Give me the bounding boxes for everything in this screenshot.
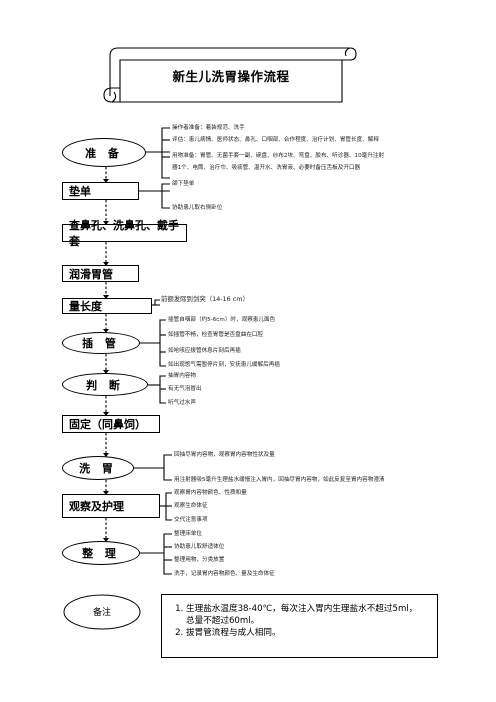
step-judge: 判 断 (62, 373, 148, 396)
remark-item-2-line1: 拔胃管流程与成人相同。 (186, 628, 281, 638)
note-judge-2: 有无气泡冒出 (168, 386, 202, 392)
remark-label: 备注 (92, 608, 111, 618)
step-check-nostril: 查鼻孔、洗鼻孔、戴手套 (62, 219, 187, 248)
bracket-lavage (134, 454, 172, 481)
bracket-observe (160, 492, 172, 521)
note-prepare-2: 评估：患儿病情、医师状态、鼻孔、口咽部、合作程度、治疗计划、胃管长度、解释 (172, 137, 379, 143)
title-scroll-frame (103, 47, 357, 103)
note-prepare-1: 操作者准备：着装规范、洗手 (172, 125, 245, 131)
note-insert-4: 如出现憋气需暂停片刻，安抚患儿缓解后再插 (168, 362, 280, 368)
note-pad-2: 协助患儿取右侧卧位 (172, 205, 223, 211)
note-insert-1: 插管自咽部（约5-6cm）时，观察患儿面色 (168, 317, 276, 323)
bracket-prepare (146, 127, 170, 179)
step-fix: 固定（同鼻饲） (62, 415, 160, 433)
remark-ellipse (63, 594, 141, 630)
bracket-pad (139, 183, 170, 209)
remark-item-2: 拔胃管流程与成人相同。 (186, 627, 437, 639)
note-tidy-3: 整理用物，分类放置 (174, 557, 225, 563)
remark-item-1-line1: 生理盐水温度38-40℃，每次注入胃内生理盐水不超过5ml， (186, 604, 418, 614)
note-measure-1: 前额发际到剑突（14-16 cm） (161, 295, 249, 303)
arrow-heads (103, 179, 109, 542)
step-prepare: 准 备 (62, 138, 146, 167)
note-judge-3: 听气过水声 (168, 400, 196, 406)
note-prepare-4: 器1个、电筒、治疗巾、吸痰管、温开水、洗胃液、必要时备压舌板及开口器 (172, 165, 361, 171)
bracket-tidy (140, 533, 172, 575)
bracket-judge (148, 375, 166, 404)
remark-item-1: 生理盐水温度38-40℃，每次注入胃内生理盐水不超过5ml， 总量不超过60ml… (186, 603, 437, 627)
remark-item-1-line2: 总量不超过60ml。 (186, 616, 260, 626)
note-tidy-1: 整理床单位 (174, 531, 202, 537)
note-insert-2: 如插管不畅，检查胃管是否盘曲在口腔 (168, 332, 264, 338)
remark-box: 生理盐水温度38-40℃，每次注入胃内生理盐水不超过5ml， 总量不超过60ml… (161, 594, 438, 658)
note-judge-1: 抽胃内容物 (168, 373, 196, 379)
note-tidy-4: 洗手，记录胃内容物颜色、量及生命体征 (174, 571, 275, 577)
note-observe-1: 观察胃内容物颜色、性质和量 (174, 490, 247, 496)
bracket-measure (152, 299, 160, 306)
note-observe-2: 观察生命体征 (174, 503, 208, 509)
note-tidy-2: 协助患儿取舒适体位 (174, 544, 225, 550)
step-tidy: 整 理 (62, 541, 140, 565)
page-title: 新生儿洗胃操作流程 (172, 68, 290, 84)
note-insert-3: 如呛咳应拔管休息片刻后再插 (168, 348, 241, 354)
step-measure: 量长度 (62, 298, 152, 314)
step-lavage: 洗 胃 (62, 456, 134, 480)
step-lubricate: 润滑胃管 (62, 265, 139, 282)
step-insert: 插 管 (62, 332, 140, 354)
remark-list: 生理盐水温度38-40℃，每次注入胃内生理盐水不超过5ml， 总量不超过60ml… (172, 603, 437, 639)
step-pad: 垫单 (62, 182, 139, 200)
note-lavage-2: 用注射器吸5毫升生理盐水缓慢注入胃内，回抽尽胃内容物，如此反复至胃内容物澄清 (174, 477, 385, 483)
note-pad-1: 颌下垫单 (172, 181, 195, 187)
bracket-insert (140, 319, 166, 367)
note-observe-3: 交代注意事项 (174, 517, 208, 523)
step-observe: 观察及护理 (62, 494, 160, 518)
note-lavage-1: 回抽尽胃内容物，观察胃内容物性状及量 (174, 452, 275, 458)
note-prepare-3: 用物准备：胃管、无菌手套一副、碗盘、纱布2块、弯盘、胶布、听诊器、10毫升注射 (172, 153, 385, 159)
